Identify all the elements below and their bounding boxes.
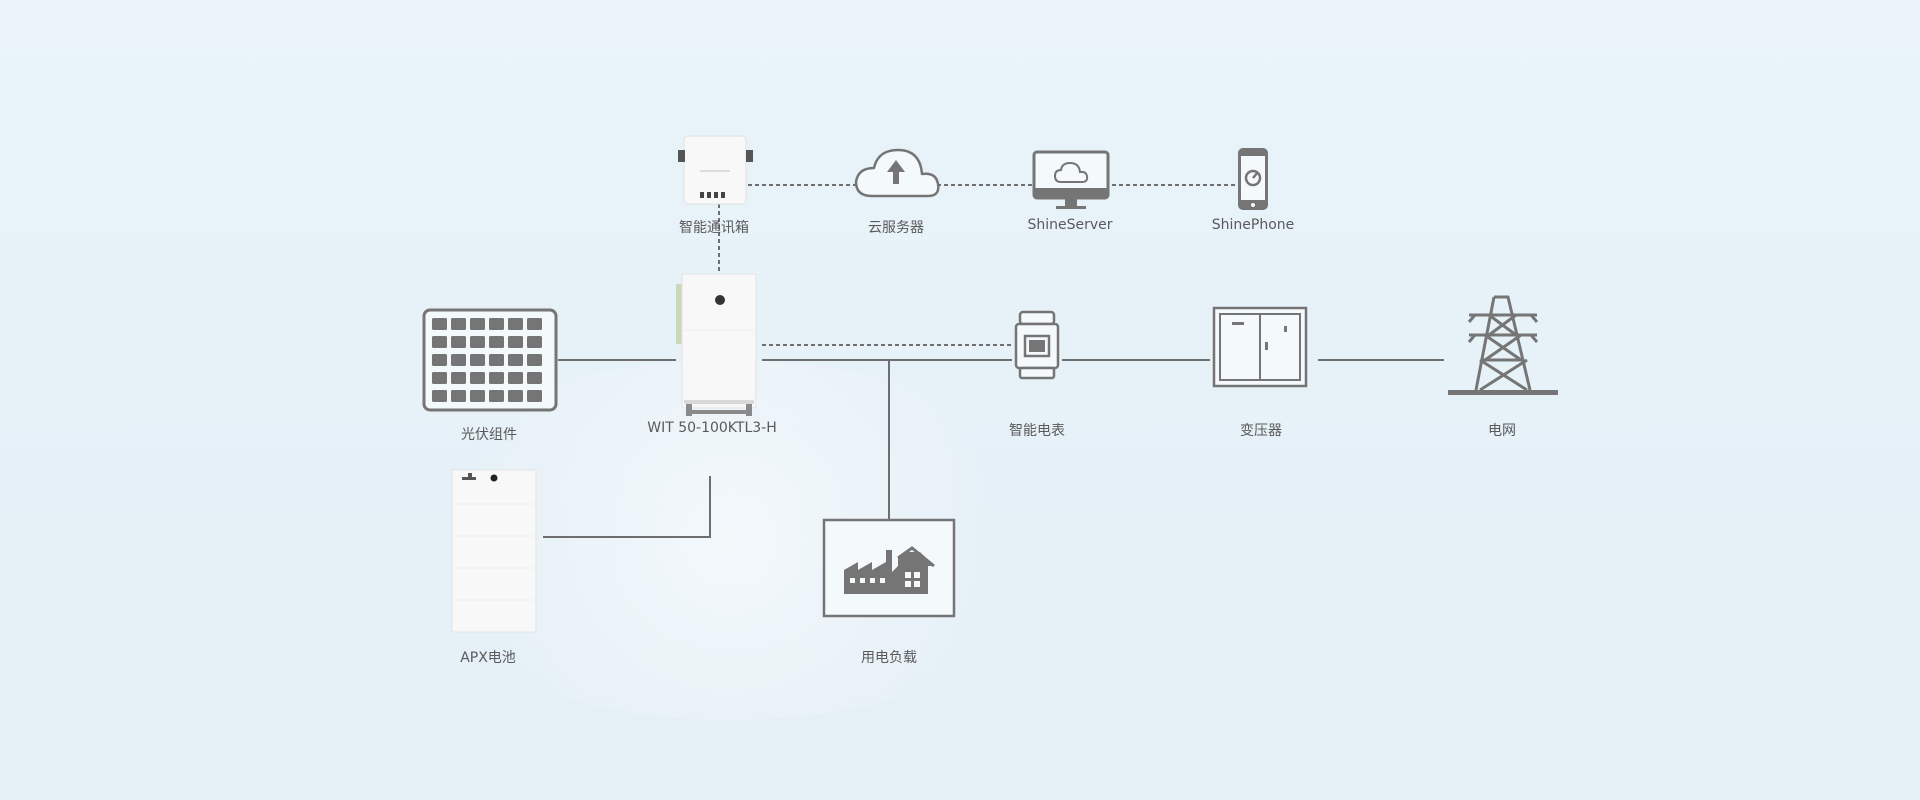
solar-panel-icon [422,308,558,412]
inverter-icon [676,273,757,416]
label-load: 用电负载 [861,650,917,666]
power-tower-icon [1448,295,1558,395]
label-cloud: 云服务器 [868,220,924,236]
cloud-upload-icon [854,148,940,198]
label-pv: 光伏组件 [461,427,517,443]
smart-meter-icon [1014,310,1060,380]
label-meter: 智能电表 [1009,423,1065,439]
label-inverter: WIT 50-100KTL3-H [647,420,777,436]
transformer-icon [1212,306,1308,388]
power-line-battery-inverter [543,476,711,538]
label-battery: APX电池 [460,650,516,666]
label-shinephone: ShinePhone [1211,217,1295,233]
label-gateway: 智能通讯箱 [679,220,749,236]
communication-box-icon [678,135,753,205]
battery-icon [451,469,537,633]
label-shineserver: ShineServer [1027,217,1113,233]
label-grid: 电网 [1488,423,1516,439]
smartphone-icon [1238,148,1268,210]
monitor-cloud-icon [1032,150,1110,209]
factory-load-icon [822,518,956,618]
label-transformer: 变压器 [1240,423,1282,439]
